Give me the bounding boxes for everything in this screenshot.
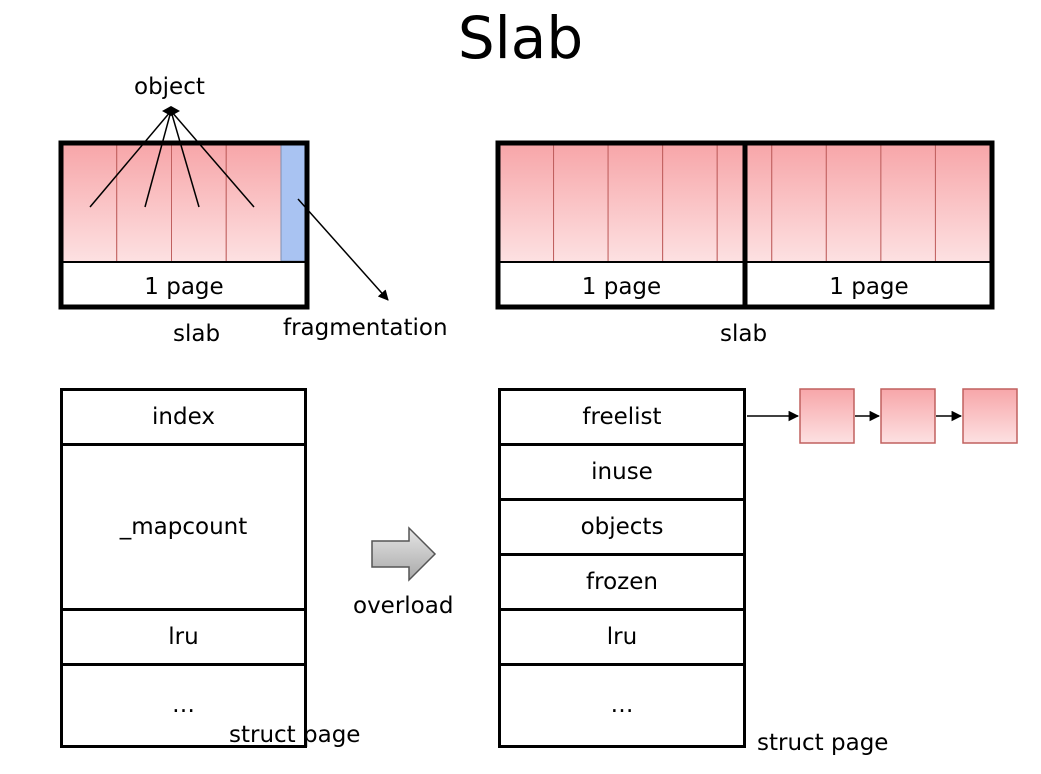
- freelist-node: [880, 388, 936, 444]
- overload-arrow-icon: [371, 526, 437, 582]
- slab-two-pages: [495, 140, 995, 310]
- struct-page-left: index _mapcount lru …: [60, 388, 307, 748]
- slab-object: [171, 144, 227, 263]
- struct-page-caption-right: struct page: [757, 730, 889, 756]
- slab-outline-right: [495, 140, 995, 310]
- field-mapcount: _mapcount: [63, 446, 304, 611]
- slab-label-right: slab: [720, 321, 768, 347]
- slab-object: [880, 144, 936, 263]
- slab-label-left: slab: [173, 321, 221, 347]
- fragmentation-label: fragmentation: [283, 315, 448, 341]
- slab-object: [771, 144, 827, 263]
- field-index: index: [63, 391, 304, 446]
- slab-object: [225, 144, 282, 263]
- slab-object: [607, 144, 664, 263]
- field-objects: objects: [501, 501, 743, 556]
- slab-object: [61, 144, 118, 263]
- slab-object: [825, 144, 882, 263]
- page-label-left: 1 page: [144, 274, 224, 300]
- overload-label: overload: [353, 593, 454, 619]
- slab-object: [934, 144, 991, 263]
- page-label-right-2: 1 page: [829, 274, 909, 300]
- struct-page-caption-left: struct page: [229, 722, 361, 748]
- slab-single-page: [58, 106, 389, 310]
- diagram-title: Slab: [457, 4, 584, 72]
- fragmentation-arrow: [297, 198, 389, 301]
- slab-object: [116, 144, 172, 263]
- object-pointer-node: [162, 106, 180, 116]
- field-ellipsis: …: [610, 692, 634, 718]
- slab-object: [553, 144, 609, 263]
- field-inuse: inuse: [501, 446, 743, 501]
- slab-object: [662, 144, 718, 263]
- page-label-right-1: 1 page: [581, 274, 662, 300]
- field-ellipsis: …: [172, 692, 195, 718]
- field-lru: lru: [63, 611, 304, 666]
- object-pointer-lines: [89, 110, 255, 208]
- field-lru: lru: [501, 611, 743, 666]
- object-label: object: [134, 74, 205, 100]
- field-freelist: freelist: [501, 391, 743, 446]
- fragmentation-area: [280, 144, 308, 262]
- freelist-node: [799, 388, 855, 444]
- slab-outline-left: [58, 140, 310, 310]
- freelist-node: [962, 388, 1018, 444]
- struct-page-right: freelist inuse objects frozen lru …: [498, 388, 746, 748]
- slab-object: [498, 144, 555, 263]
- freelist-chain: [747, 388, 1018, 444]
- field-frozen: frozen: [501, 556, 743, 611]
